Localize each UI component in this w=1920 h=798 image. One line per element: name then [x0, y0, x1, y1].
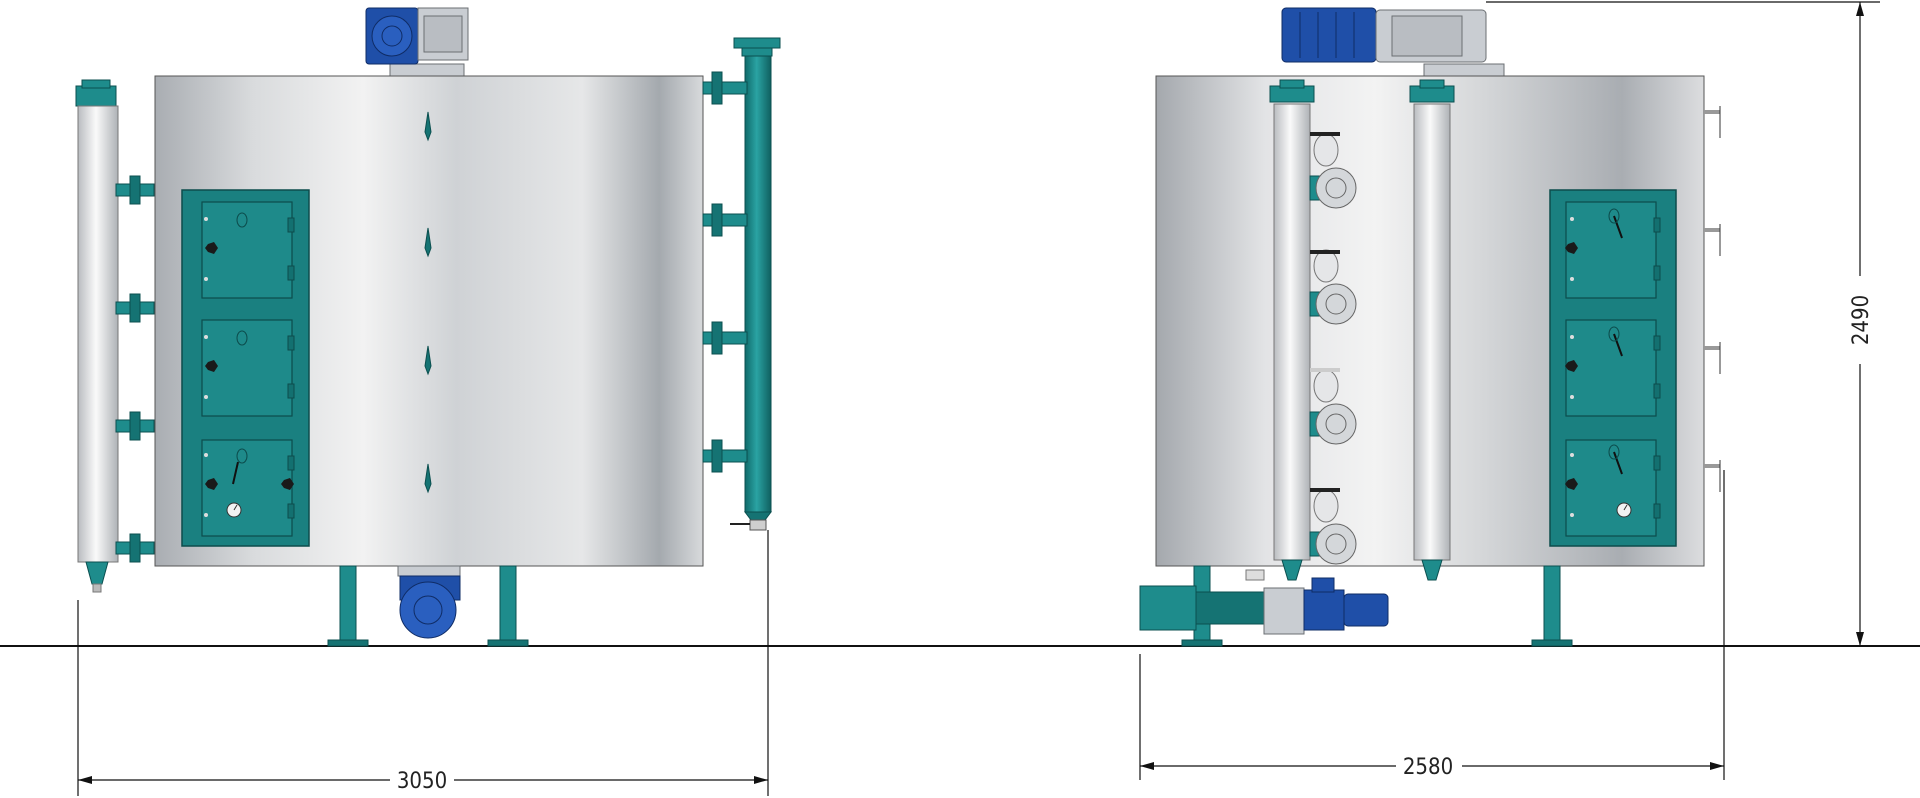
left-tank-legs	[327, 565, 529, 647]
dimension-left-width: 3050	[77, 530, 769, 796]
right-door-panel	[1549, 189, 1677, 547]
dimension-right-width: 2580	[1139, 470, 1725, 780]
door-handle-icon[interactable]	[1565, 242, 1578, 254]
left-right-pipe	[702, 37, 781, 531]
right-door-2[interactable]	[1565, 319, 1657, 417]
door-handle-icon[interactable]	[281, 478, 294, 490]
dimension-left-width-label: 3050	[397, 769, 447, 794]
right-bottom-pump	[1139, 569, 1389, 635]
right-side-nozzles	[1704, 106, 1721, 492]
left-tank-unit	[75, 7, 781, 647]
right-door-1[interactable]	[1565, 201, 1657, 299]
right-inner-columns	[1269, 79, 1455, 581]
door-handle-icon[interactable]	[205, 360, 218, 372]
right-tank-unit	[1139, 7, 1721, 647]
door-handle-icon[interactable]	[205, 242, 218, 254]
dimension-height-label: 2490	[1849, 295, 1874, 345]
door-handle-icon[interactable]	[1565, 360, 1578, 372]
dimension-height: 2490	[1486, 1, 1880, 646]
left-side-column	[75, 79, 155, 593]
right-door-3[interactable]	[1565, 439, 1657, 537]
door-handle-icon[interactable]	[1565, 478, 1578, 490]
left-top-motor	[365, 7, 469, 77]
left-bottom-motor	[397, 565, 461, 639]
right-top-motor	[1281, 7, 1505, 77]
dimension-right-width-label: 2580	[1403, 755, 1453, 780]
door-handle-icon[interactable]	[205, 478, 218, 490]
right-valves	[1309, 132, 1357, 565]
left-column-connectors	[115, 175, 155, 563]
left-level-sensors	[424, 111, 432, 494]
left-door-panel	[181, 189, 310, 547]
